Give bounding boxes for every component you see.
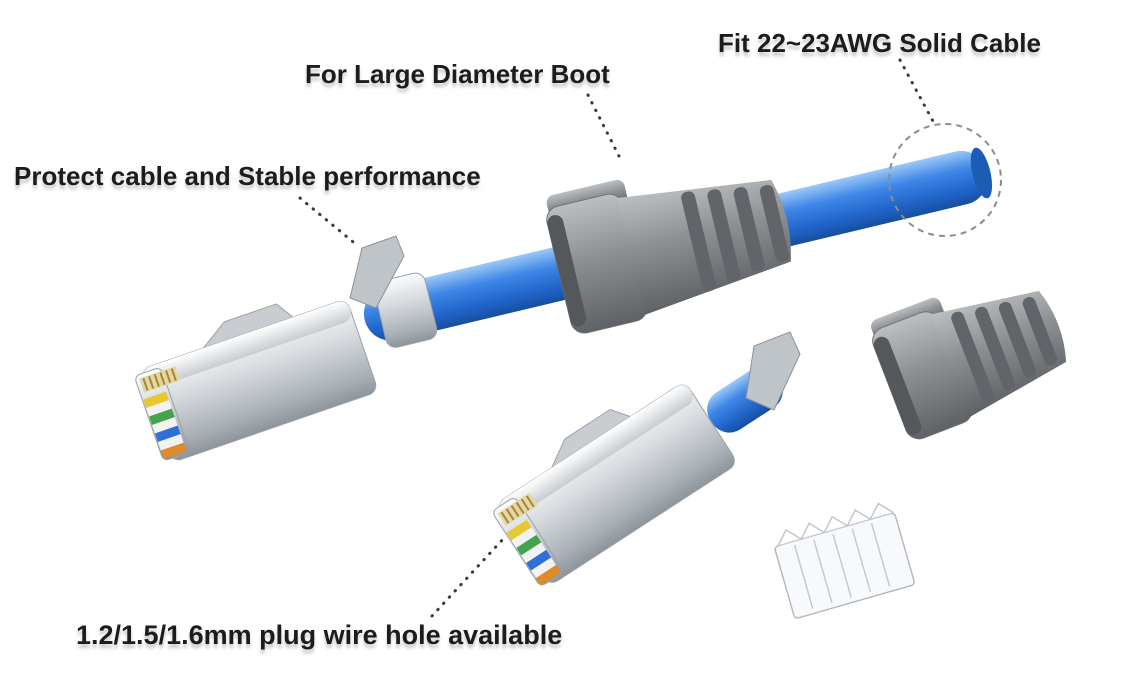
leader-line-wire-hole bbox=[430, 536, 506, 618]
boot-ridge bbox=[1022, 297, 1058, 366]
boot-ridge bbox=[707, 189, 741, 282]
shield-clamp-ring bbox=[373, 272, 438, 348]
boot-ridge bbox=[998, 301, 1037, 378]
gold-contacts bbox=[139, 366, 181, 393]
colored-wires bbox=[143, 391, 187, 460]
leader-line-large-boot bbox=[586, 93, 624, 164]
annotation-wire-hole: 1.2/1.5/1.6mm plug wire hole available bbox=[76, 620, 563, 650]
leader-line-protect bbox=[298, 196, 360, 248]
strain-relief-boot-right bbox=[871, 290, 1067, 440]
boot-ridge bbox=[951, 311, 995, 403]
boot-ridge bbox=[759, 185, 790, 262]
leader-line-fit-cable bbox=[898, 58, 937, 127]
awg-highlight-circle bbox=[888, 123, 1002, 237]
boot-ridge bbox=[733, 187, 765, 272]
gold-contacts bbox=[497, 492, 538, 527]
shield-clamp-flap-middle bbox=[745, 331, 801, 411]
annotation-protect: Protect cable and Stable performance bbox=[14, 161, 481, 191]
rj45-plug-left bbox=[135, 300, 377, 461]
cable-end-cap bbox=[970, 147, 993, 199]
insert-wire-channels bbox=[793, 522, 891, 609]
insert-teeth bbox=[777, 502, 894, 547]
wire-holder-insert bbox=[774, 502, 915, 619]
boot-ridge bbox=[975, 306, 1016, 391]
colored-wires bbox=[506, 519, 561, 586]
shield-clamp-flap-left bbox=[349, 235, 405, 309]
boot-mouth-opening bbox=[873, 336, 922, 435]
boot-mouth-opening bbox=[547, 215, 587, 327]
annotation-fit-cable: Fit 22~23AWG Solid Cable bbox=[718, 28, 1041, 58]
annotation-large-boot: For Large Diameter Boot bbox=[305, 59, 610, 89]
strain-relief-boot-on-cable bbox=[546, 179, 791, 334]
boot-ridge bbox=[681, 191, 716, 292]
rj45-plug-middle bbox=[493, 384, 735, 586]
